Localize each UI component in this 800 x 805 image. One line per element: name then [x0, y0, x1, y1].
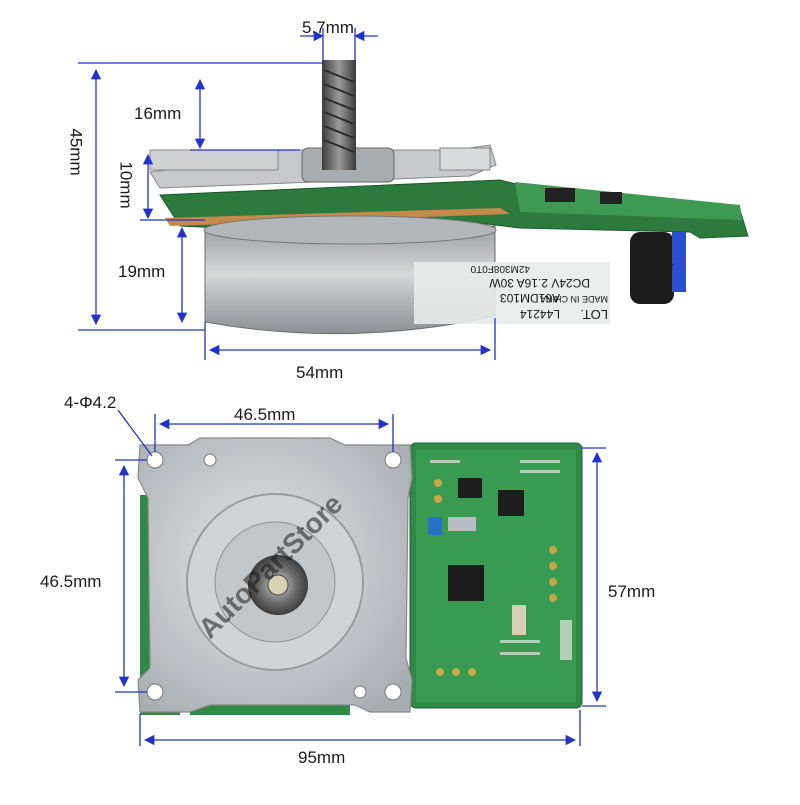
capacitor: [630, 232, 674, 304]
dim-shaft-diameter: 5.7mm: [302, 18, 354, 37]
motor-label: LOT. L44214 MADE IN CHINA A61DM103 DC24V…: [414, 262, 610, 324]
label-lot: LOT.: [581, 307, 608, 322]
dim-body-diameter: 54mm: [296, 363, 344, 382]
motor-shaft: [322, 60, 356, 170]
label-model: A61DM103: [500, 291, 560, 305]
dim-shaft-length: 16mm: [134, 104, 182, 123]
label-part: 42M308F0T0: [470, 263, 530, 274]
motor-bottom-view: AutoPartStore: [137, 437, 583, 715]
mounting-holes: [146, 451, 402, 701]
dim-height-total: 45mm: [66, 128, 86, 176]
label-made-in: MADE IN CHINA: [540, 294, 608, 304]
dim-flange-thickness: 10mm: [116, 161, 136, 209]
dim-hole-spacing-v: 46.5mm: [40, 572, 102, 591]
motor-side-view: LOT. L44214 MADE IN CHINA A61DM103 DC24V…: [149, 60, 749, 335]
label-rating: DC24V 2.16A 30W: [489, 276, 590, 290]
dim-board-height: 57mm: [608, 582, 656, 601]
dim-total-width: 95mm: [298, 748, 346, 767]
dim-holes: 4-Φ4.2: [64, 393, 117, 412]
dim-hole-spacing-h: 46.5mm: [234, 405, 296, 424]
dim-body-height: 19mm: [118, 262, 166, 281]
top-dimension-lines: [78, 28, 496, 360]
label-lot-number: L44214: [520, 307, 560, 321]
bottom-dimension-lines: [115, 409, 606, 746]
